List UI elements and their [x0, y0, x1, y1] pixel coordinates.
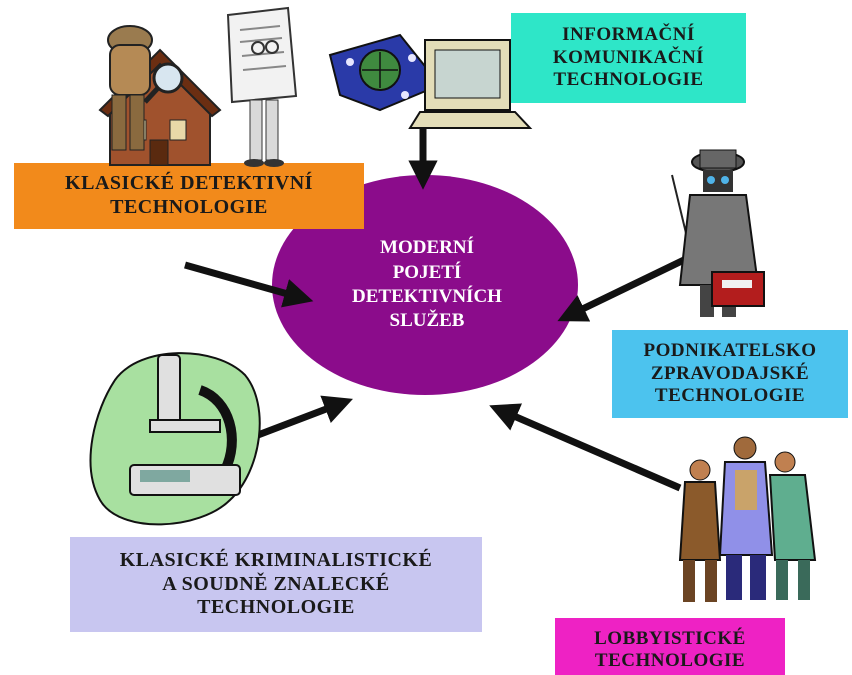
node-informacni-label: INFORMAČNÍ KOMUNIKAČNÍ TECHNOLOGIE	[511, 13, 746, 103]
arrow-from-kriminalisticke	[256, 395, 353, 439]
detective-magnifier-clipart	[98, 25, 222, 166]
spy-in-trench-coat-clipart	[671, 149, 765, 317]
node-lobbyisticke-line-1: LOBBYISTICKÉ	[594, 628, 746, 649]
node-kriminalisticke-line-3: TECHNOLOGIE	[197, 596, 355, 619]
center-line-2: POJETÍ	[392, 261, 462, 283]
node-informacni-line-2: KOMUNIKAČNÍ	[552, 46, 705, 68]
node-kriminalisticke-line-1: KLASICKÉ KRIMINALISTICKÉ	[119, 549, 433, 572]
box-informacni	[511, 13, 746, 103]
arrow-from-klasicke-detektivni	[184, 261, 314, 308]
microscope-clipart	[89, 352, 261, 526]
node-kriminalisticke-line-2: A SOUDNĚ ZNALECKÉ	[162, 572, 390, 595]
node-klasicke-detektivni-label: KLASICKÉ DETEKTIVNÍ TECHNOLOGIE	[14, 163, 364, 229]
node-podnikatelsko-line-2: ZPRAVODAJSKÉ	[650, 362, 810, 384]
arrow-from-podnikatelsko	[557, 254, 690, 322]
center-ellipse	[272, 175, 578, 395]
node-lobbyisticke-label: LOBBYISTICKÉ TECHNOLOGIE	[555, 618, 785, 675]
box-klasicke-detektivni	[14, 163, 364, 229]
node-podnikatelsko-label: PODNIKATELSKO ZPRAVODAJSKÉ TECHNOLOGIE	[612, 330, 848, 418]
box-kriminalisticke	[70, 537, 482, 632]
center-line-3: DETEKTIVNÍCH	[352, 286, 502, 307]
node-podnikatelsko-line-1: PODNIKATELSKO	[643, 340, 817, 362]
globe-and-computer-clipart	[328, 33, 533, 129]
node-kriminalisticke-label: KLASICKÉ KRIMINALISTICKÉ A SOUDNĚ ZNALEC…	[70, 537, 482, 632]
node-informacni-line-3: TECHNOLOGIE	[553, 69, 704, 91]
node-podnikatelsko-line-3: TECHNOLOGIE	[654, 385, 806, 407]
center-title: MODERNÍ POJETÍ DETEKTIVNÍCH SLUŽEB	[322, 225, 532, 345]
node-klasicke-detektivni-line-1: KLASICKÉ DETEKTIVNÍ	[65, 172, 313, 195]
arrow-from-lobbyisticke	[489, 403, 682, 492]
newspaper-man-clipart	[226, 6, 298, 167]
center-line-1: MODERNÍ	[380, 237, 474, 259]
box-podnikatelsko	[612, 330, 848, 418]
node-klasicke-detektivni-line-2: TECHNOLOGIE	[110, 196, 268, 218]
center-line-4: SLUŽEB	[389, 310, 465, 332]
box-lobbyisticke	[555, 618, 785, 675]
node-lobbyisticke-line-2: TECHNOLOGIE	[594, 650, 746, 672]
three-businessmen-clipart	[678, 436, 817, 602]
node-informacni-line-1: INFORMAČNÍ	[562, 24, 695, 46]
